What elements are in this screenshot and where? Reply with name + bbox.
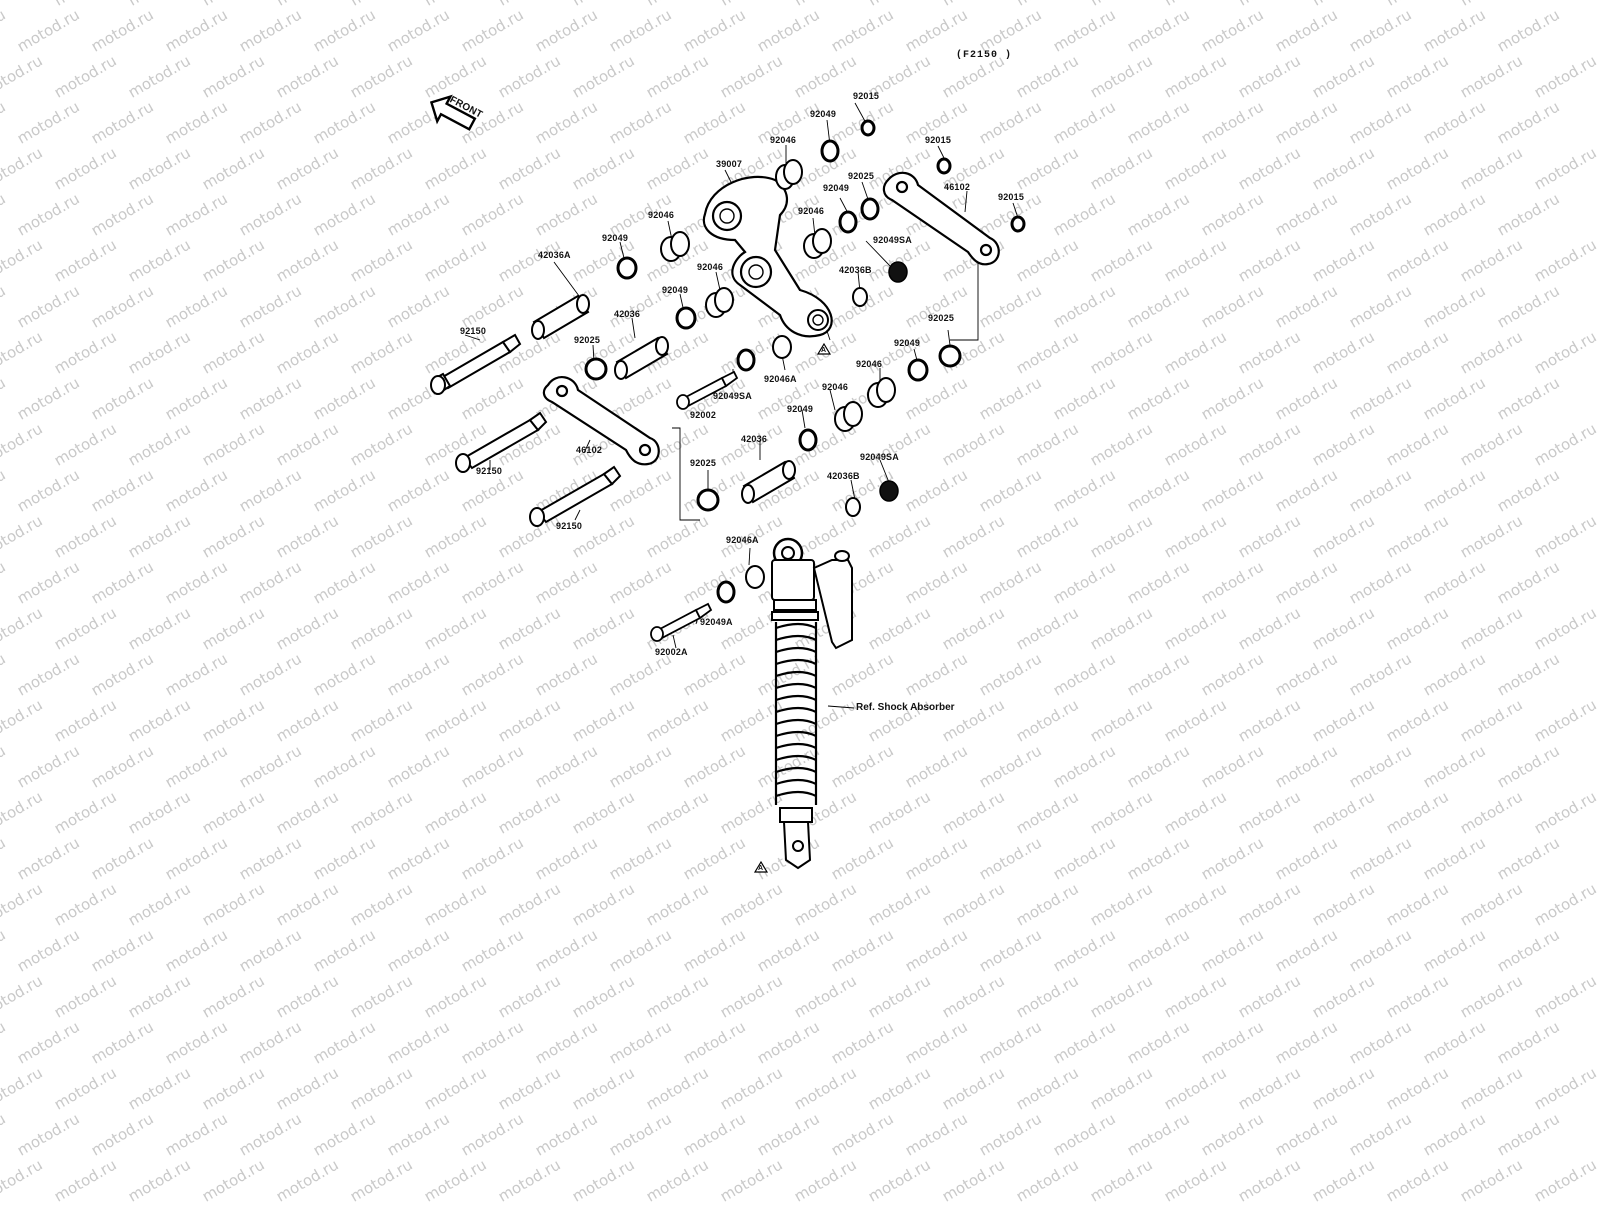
part-label: 92049SA bbox=[860, 452, 899, 462]
part-label: 92150 bbox=[556, 521, 583, 531]
ref-shock-absorber-label: Ref. Shock Absorber bbox=[856, 702, 955, 713]
part-label: 92049 bbox=[787, 404, 814, 414]
part-label: 46102 bbox=[944, 182, 971, 192]
shock-absorber bbox=[771, 537, 853, 870]
bolt-92150-a bbox=[430, 333, 522, 395]
part-label: 92046 bbox=[798, 206, 825, 216]
part-label: 92046 bbox=[856, 359, 883, 369]
part-label: 42036 bbox=[614, 309, 641, 319]
part-label: 92150 bbox=[476, 466, 503, 476]
part-label: 92046A bbox=[726, 535, 759, 545]
marker-a-upper: A bbox=[821, 347, 827, 354]
part-label: 92002 bbox=[690, 410, 717, 420]
part-label: 92049 bbox=[662, 285, 689, 295]
part-label: 92015 bbox=[925, 135, 952, 145]
seal-group bbox=[584, 119, 1026, 604]
part-label: 92049 bbox=[602, 233, 629, 243]
bolt-92002 bbox=[676, 370, 739, 410]
part-label: 92025 bbox=[928, 313, 955, 323]
part-label: 92046 bbox=[648, 210, 675, 220]
part-label: 92015 bbox=[853, 91, 880, 101]
marker-a-lower: A bbox=[758, 865, 764, 872]
part-label: 92049A bbox=[700, 617, 733, 627]
rod-46102-right bbox=[882, 171, 1000, 266]
part-label: 42036 bbox=[741, 434, 768, 444]
figure-code: (F2150 ) bbox=[956, 50, 1013, 61]
part-label: 39007 bbox=[716, 159, 743, 169]
part-label: 42036A bbox=[538, 250, 571, 260]
part-label: 92049 bbox=[810, 109, 837, 119]
spacer-42036-top bbox=[614, 336, 669, 380]
part-label: 92046 bbox=[697, 262, 724, 272]
part-label: 92049SA bbox=[873, 235, 912, 245]
bearing-group bbox=[660, 159, 896, 589]
front-arrow-icon bbox=[429, 94, 477, 131]
part-label: 42036B bbox=[827, 471, 860, 481]
part-label: 92025 bbox=[690, 458, 717, 468]
part-label: 92025 bbox=[574, 335, 601, 345]
bolt-92002a bbox=[650, 602, 713, 642]
part-label: 92046 bbox=[770, 135, 797, 145]
collar-42036b bbox=[845, 287, 868, 517]
part-label: 92049SA bbox=[713, 391, 752, 401]
part-label: 92046A bbox=[764, 374, 797, 384]
spacer-42036-low bbox=[741, 460, 796, 504]
marker-triangles bbox=[753, 342, 832, 873]
part-label: 92150 bbox=[460, 326, 487, 336]
part-label: 92015 bbox=[998, 192, 1025, 202]
part-label: 46102 bbox=[576, 445, 603, 455]
part-label: 92002A bbox=[655, 647, 688, 657]
bolt-92150-b bbox=[455, 411, 548, 473]
spring-coils bbox=[774, 622, 818, 805]
spacer-42036a bbox=[531, 294, 590, 340]
bolt-92150-c bbox=[529, 465, 622, 527]
part-label: 92046 bbox=[822, 382, 849, 392]
part-label: 92025 bbox=[848, 171, 875, 181]
part-label: 92049 bbox=[823, 183, 850, 193]
nut-group bbox=[879, 261, 908, 502]
link-39007 bbox=[702, 175, 833, 338]
part-label: 92049 bbox=[894, 338, 921, 348]
rod-46102-left bbox=[542, 376, 660, 466]
part-label: 42036B bbox=[839, 265, 872, 275]
